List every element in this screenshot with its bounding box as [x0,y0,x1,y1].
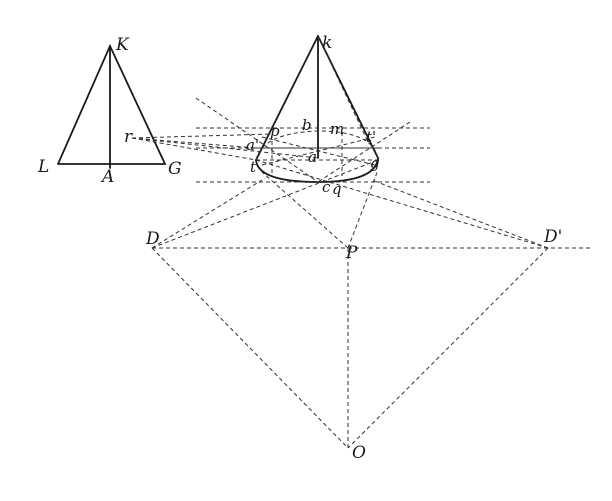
label-t-prime: t' [366,128,376,146]
label-q: q [332,180,342,198]
label-K: K [115,35,130,55]
D2-to-g [371,179,549,249]
r-to-a-prime [131,137,257,149]
cone-left-side [255,35,319,161]
label-t: t [250,158,257,176]
D2-to-t [255,159,549,249]
label-D-prime: D' [543,227,562,247]
cone-base-back [255,130,379,161]
diag-upper-right [317,121,411,183]
label-A: A [100,167,114,187]
D-to-g [151,159,379,249]
triangle-outline [57,43,167,165]
label-k: k [322,33,332,53]
label-c: c [322,178,331,196]
r-to-p [131,133,273,139]
base-diagonal-2 [261,136,376,166]
D-to-O [151,247,349,449]
D2-to-O [347,247,549,449]
cone-apex-to-t2 [317,35,369,143]
labels: K L A G r k p b m t' a' a t g c q D P D'… [37,33,562,463]
label-G: G [168,159,182,179]
D-to-t [151,179,263,249]
label-m: m [330,120,344,138]
label-D: D [145,229,160,249]
elevation-triangle [57,43,167,169]
horizontal-construction-lines [152,127,592,249]
label-g: g [370,154,380,172]
label-b: b [302,116,312,134]
transfer-lines [131,133,319,161]
label-L: L [37,157,49,177]
label-O: O [352,443,366,463]
perspective-cone [255,35,380,183]
label-a-prime: a' [246,136,259,154]
label-P: P [345,243,358,263]
r-to-a [131,137,319,159]
label-r: r [124,127,133,147]
diagonal-construction-lines [151,97,549,449]
label-p: p [270,122,280,140]
label-a: a [308,148,317,166]
diag-upper-left [195,97,319,183]
P-to-t [261,171,349,249]
